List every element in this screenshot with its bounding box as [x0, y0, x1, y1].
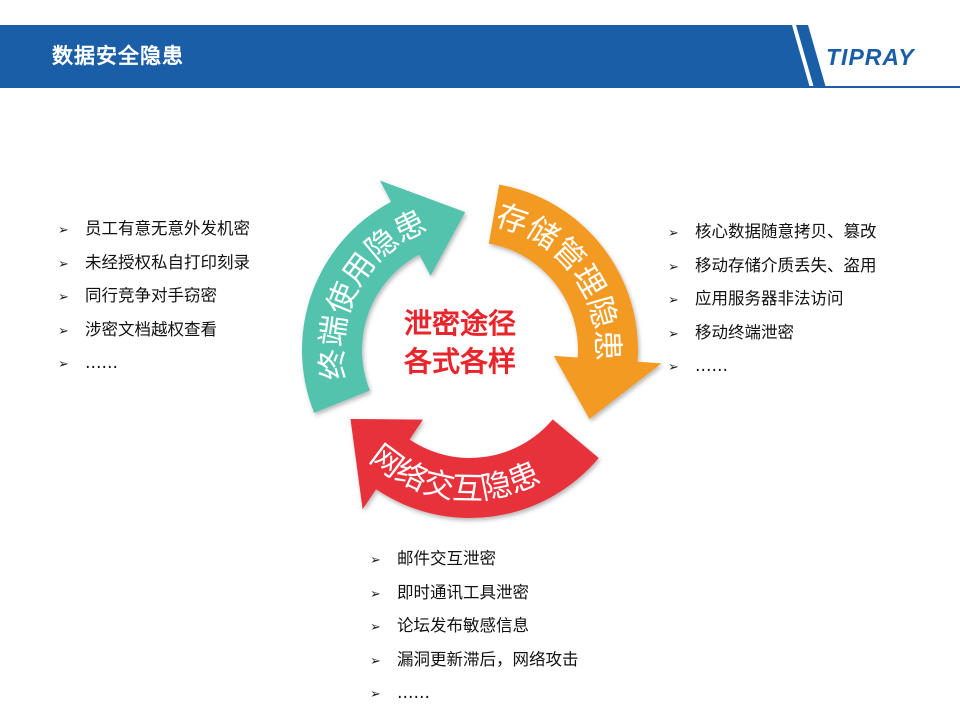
list-item: ➢移动存储介质丢失、盗用 — [668, 256, 877, 290]
terminal-risk-list: ➢员工有意无意外发机密 ➢未经授权私自打印刻录 ➢同行竞争对手窃密 ➢涉密文档越… — [58, 219, 250, 387]
list-item: ➢员工有意无意外发机密 — [58, 219, 250, 253]
arrow-bullet-icon: ➢ — [58, 256, 69, 272]
arrow-bullet-icon: ➢ — [370, 653, 381, 669]
page-title: 数据安全隐患 — [52, 44, 184, 68]
arrow-bullet-icon: ➢ — [58, 290, 69, 305]
center-caption: 泄密途径 各式各样 — [360, 305, 560, 381]
list-item: ➢涉密文档越权查看 — [58, 320, 250, 354]
center-line-1: 泄密途径 — [403, 307, 516, 340]
list-item: ➢应用服务器非法访问 — [668, 289, 877, 323]
network-arrow — [350, 419, 599, 519]
arrow-bullet-icon: ➢ — [668, 259, 679, 275]
list-item: ➢…… — [58, 353, 250, 387]
header-bar — [0, 25, 960, 88]
list-item: ➢未经授权私自打印刻录 — [58, 253, 250, 287]
arrow-bullet-icon: ➢ — [668, 293, 679, 308]
list-item: ➢核心数据随意拷贝、篡改 — [668, 222, 877, 256]
list-item: ➢移动终端泄密 — [668, 323, 877, 357]
arrow-bullet-icon: ➢ — [58, 323, 69, 339]
list-item: ➢漏洞更新滞后，网络攻击 — [370, 650, 579, 684]
center-line-2: 各式各样 — [403, 345, 516, 378]
arrow-bullet-icon: ➢ — [370, 687, 381, 702]
arrow-bullet-icon: ➢ — [668, 326, 679, 342]
list-item: ➢即时通讯工具泄密 — [370, 583, 579, 617]
network-risk-list: ➢邮件交互泄密 ➢即时通讯工具泄密 ➢论坛发布敏感信息 ➢漏洞更新滞后，网络攻击… — [370, 549, 579, 717]
arrow-bullet-icon: ➢ — [370, 553, 381, 568]
arrow-bullet-icon: ➢ — [668, 360, 679, 375]
risk-cycle-diagram: 终端使用隐患 存储管理隐患 网络交互隐患 — [301, 180, 662, 519]
arrow-bullet-icon: ➢ — [668, 226, 679, 241]
arrow-bullet-icon: ➢ — [370, 586, 381, 602]
list-item: ➢邮件交互泄密 — [370, 549, 579, 583]
arrow-bullet-icon: ➢ — [370, 620, 381, 635]
arrow-bullet-icon: ➢ — [58, 357, 69, 372]
list-item: ➢…… — [668, 356, 877, 390]
list-item: ➢同行竞争对手窃密 — [58, 286, 250, 320]
tipray-logo: TIPRAY — [826, 44, 915, 70]
list-item: ➢…… — [370, 683, 579, 717]
storage-risk-list: ➢核心数据随意拷贝、篡改 ➢移动存储介质丢失、盗用 ➢应用服务器非法访问 ➢移动… — [668, 222, 877, 390]
terminal-arrow — [301, 180, 466, 413]
header-background — [0, 25, 960, 88]
list-item: ➢论坛发布敏感信息 — [370, 616, 579, 650]
arrow-bullet-icon: ➢ — [58, 223, 69, 238]
storage-arrow — [488, 184, 662, 419]
